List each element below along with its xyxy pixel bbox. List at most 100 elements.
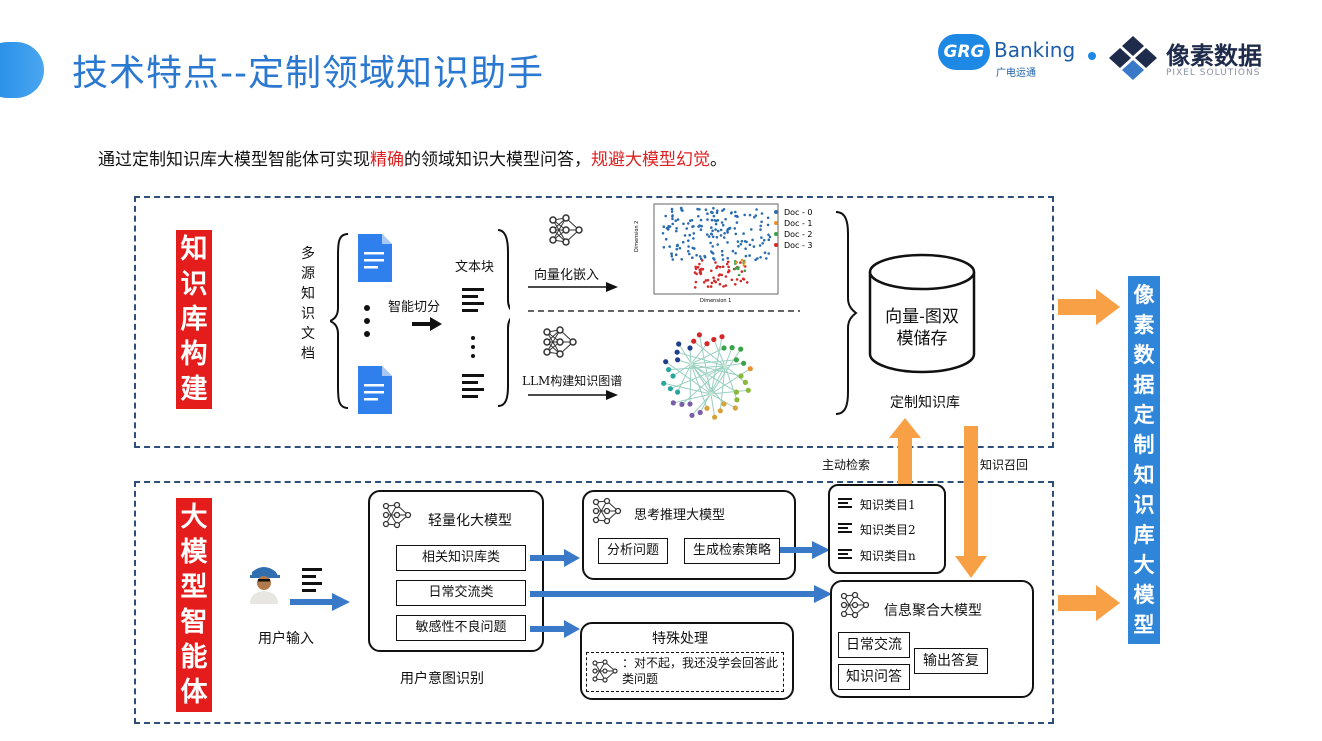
scatter-point <box>760 212 764 215</box>
label-char: 构 <box>180 339 208 370</box>
scatter-point <box>742 232 745 235</box>
graph-node <box>721 401 727 407</box>
label-char: 库 <box>180 304 208 335</box>
reasoning-model-title: 思考推理大模型 <box>634 508 726 523</box>
scatter-point <box>712 206 715 210</box>
label-char: 识 <box>180 269 208 300</box>
graph-edge <box>663 382 712 395</box>
label-char: 模 <box>1133 583 1155 607</box>
scatter-point <box>722 285 725 288</box>
scatter-point <box>711 235 715 239</box>
graph-hub-node <box>688 361 694 367</box>
scatter-point <box>674 219 677 222</box>
scatter-point <box>719 228 723 232</box>
scatter-point <box>670 207 674 211</box>
scatter-point <box>726 241 729 244</box>
graph-node <box>704 405 710 411</box>
graph-node <box>719 334 725 340</box>
scatter-point <box>700 259 704 262</box>
label-char: 源 <box>301 266 315 282</box>
text-chunks-label: 文本块 <box>455 260 495 275</box>
scatter-point <box>693 286 697 289</box>
legend-marker <box>774 210 778 214</box>
user-input-arrow <box>290 593 350 611</box>
scatter-point <box>720 273 724 277</box>
scatter-point <box>721 209 724 212</box>
scatter-point <box>664 237 668 241</box>
scatter-point <box>734 267 737 271</box>
scatter-point <box>691 256 694 259</box>
multi-source-docs-label: 多源知识文档 <box>300 244 316 364</box>
label-char: 型 <box>180 572 208 603</box>
text-chunk-icon-bottom <box>462 374 484 398</box>
graph-edge <box>710 393 736 409</box>
scatter-point <box>723 232 726 235</box>
scatter-point <box>716 209 719 212</box>
graph-edge <box>672 363 692 377</box>
text-lines-icon <box>838 523 852 533</box>
scatter-point <box>721 258 725 261</box>
scatter-point <box>705 233 709 236</box>
graph-edge <box>665 361 712 395</box>
logo-separator-dot <box>1088 52 1096 60</box>
scatter-point <box>763 251 767 254</box>
kb-output-arrow <box>1058 289 1120 325</box>
scatter-point <box>750 228 753 231</box>
category-item: 知识类目n <box>838 542 916 568</box>
special-reply-frame <box>586 652 784 692</box>
label-char: 建 <box>180 374 208 405</box>
label-char: 多 <box>301 246 315 262</box>
graph-node <box>747 366 753 372</box>
title-accent-pill <box>0 42 44 98</box>
scatter-point <box>700 224 703 228</box>
graph-edge <box>698 334 712 395</box>
scatter-point <box>752 245 756 248</box>
scatter-point <box>736 215 739 219</box>
grg-logo: GRG <box>938 34 990 70</box>
scatter-point <box>740 239 744 243</box>
graph-edge <box>681 365 726 405</box>
graph-node <box>661 380 667 386</box>
neural-network-icon <box>592 497 622 525</box>
lightweight-model-title: 轻量化大模型 <box>428 513 512 529</box>
graph-node <box>717 408 723 414</box>
scatter-point <box>743 269 747 272</box>
scatter-point <box>715 235 719 239</box>
graph-edge <box>673 393 712 404</box>
scatter-point <box>768 235 772 239</box>
graph-edge <box>690 347 725 365</box>
subtitle-part1: 通过定制知识库大模型智能体可实现 <box>98 150 370 170</box>
scatter-point <box>734 214 737 218</box>
kb-section-label: 知识库构建 <box>176 230 212 409</box>
graph-edge <box>724 347 733 367</box>
agent-section-label: 大模型智能体 <box>176 498 212 712</box>
graph-node <box>687 345 693 351</box>
scatter-point <box>731 249 735 253</box>
graph-node <box>712 414 718 420</box>
scatter-point <box>687 239 690 242</box>
scatter-point <box>724 217 727 221</box>
graph-node <box>675 389 681 395</box>
scatter-point <box>715 266 718 270</box>
graph-edge <box>710 348 742 395</box>
graph-node <box>670 373 676 379</box>
scatter-point <box>712 214 716 218</box>
graph-hub-node <box>722 363 728 369</box>
category-item: 知识类目1 <box>838 492 916 516</box>
scatter-point <box>670 210 674 213</box>
scatter-point <box>743 240 747 243</box>
scatter-point <box>742 264 746 267</box>
scatter-point <box>698 208 701 211</box>
scatter-point <box>671 217 674 221</box>
scatter-point <box>720 249 724 253</box>
scatter-point <box>697 215 700 218</box>
label-char: 定 <box>1133 403 1155 427</box>
label-char: 大 <box>1133 553 1155 577</box>
graph-edge <box>678 343 712 395</box>
label-char: 模 <box>180 537 208 568</box>
scatter-point <box>759 224 762 228</box>
scatter-point <box>751 238 754 242</box>
graph-edge <box>668 365 726 371</box>
scatter-point <box>721 223 725 227</box>
scatter-point <box>734 232 738 236</box>
